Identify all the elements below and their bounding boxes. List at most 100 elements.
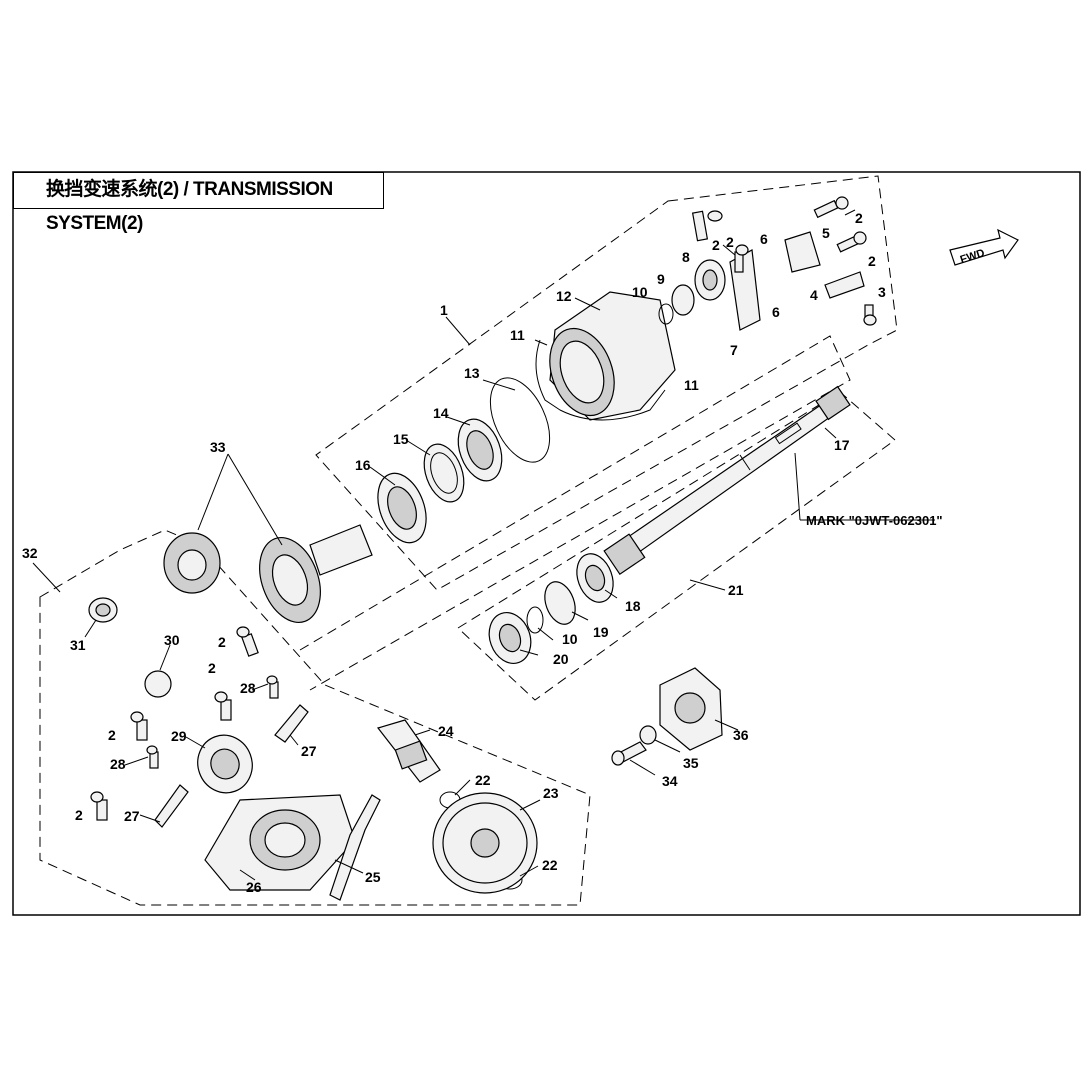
plate-27b	[154, 784, 189, 828]
shaft-17	[603, 385, 851, 575]
bearing-18	[576, 553, 614, 603]
bolt-2-left3	[130, 711, 148, 741]
group-outline-1	[315, 175, 898, 591]
callout-10b: 10	[562, 631, 578, 647]
seal-20	[488, 612, 532, 664]
callout-28b: 28	[110, 756, 126, 772]
gasket-11	[535, 339, 666, 421]
bolt-2-top2	[734, 244, 749, 273]
bolt-28a	[266, 675, 279, 699]
callout-10a: 10	[632, 284, 648, 300]
callout-2c: 2	[855, 210, 863, 226]
callout-26: 26	[246, 879, 262, 895]
callout-22b: 22	[542, 857, 558, 873]
callout-7: 7	[730, 342, 738, 358]
callout-18: 18	[625, 598, 641, 614]
callout-16: 16	[355, 457, 371, 473]
gear-23	[432, 792, 538, 894]
callout-11a: 11	[510, 327, 525, 343]
washer-35	[639, 725, 657, 745]
callout-8: 8	[682, 249, 690, 265]
callout-27a: 27	[301, 743, 317, 759]
callout-9: 9	[657, 271, 665, 287]
callout-4: 4	[810, 287, 818, 303]
shaft-24	[376, 719, 441, 783]
leader-lines	[32, 209, 935, 881]
bolt-2-left2	[214, 691, 232, 721]
ring-9	[671, 284, 695, 316]
callout-32: 32	[22, 545, 38, 561]
housing-12	[549, 291, 676, 421]
callout-28a: 28	[240, 680, 256, 696]
callout-2d: 2	[868, 253, 876, 269]
callout-20: 20	[553, 651, 569, 667]
callouts: 1 2 2 2 2 2 2 2 2 3 4 5 6 6 7 8 9 10 10 …	[22, 210, 943, 895]
washer-30	[144, 670, 172, 698]
callout-21: 21	[728, 582, 744, 598]
callout-31: 31	[70, 637, 86, 653]
callout-17: 17	[834, 437, 850, 453]
callout-15: 15	[393, 431, 409, 447]
callout-29: 29	[171, 728, 187, 744]
callout-36: 36	[733, 727, 749, 743]
group-outline-32	[39, 529, 591, 906]
callout-2e: 2	[218, 634, 226, 650]
oring-10a	[658, 303, 674, 325]
bolt-2-left4	[90, 791, 108, 821]
callout-5: 5	[822, 225, 830, 241]
bolt-2-top	[691, 210, 723, 242]
callout-24: 24	[438, 723, 454, 739]
callout-14: 14	[433, 405, 449, 421]
oring-13	[489, 377, 551, 463]
seal-8	[694, 259, 726, 301]
flange-36	[659, 667, 723, 751]
diagram-frame	[12, 171, 1081, 916]
callout-27b: 27	[124, 808, 140, 824]
callout-30: 30	[164, 632, 180, 648]
ring-15	[423, 443, 465, 503]
callout-19: 19	[593, 624, 609, 640]
callout-34: 34	[662, 773, 678, 789]
bolt-2-right2	[836, 231, 867, 253]
callout-2b: 2	[726, 234, 734, 250]
bolt-3	[863, 304, 877, 326]
callout-2g: 2	[108, 727, 116, 743]
diagram-title: 换挡变速系统(2) / TRANSMISSION SYSTEM(2)	[13, 172, 384, 234]
bolt-34	[611, 741, 647, 766]
nut-31	[88, 597, 118, 623]
bracket-25	[329, 794, 381, 901]
group-outline-long	[299, 335, 851, 691]
callout-33: 33	[210, 439, 226, 455]
callout-25: 25	[365, 869, 381, 885]
callout-3: 3	[878, 284, 886, 300]
bearing-29	[197, 734, 253, 794]
bearing-14	[457, 418, 503, 482]
bolt-2-left1	[236, 626, 259, 657]
callout-12: 12	[556, 288, 572, 304]
group-outline-21	[457, 391, 896, 701]
callout-6b: 6	[772, 304, 780, 320]
ring-19	[544, 581, 576, 625]
mark-label: MARK "0JWT-062301"	[806, 513, 943, 528]
callout-35: 35	[683, 755, 699, 771]
callout-2a: 2	[712, 237, 720, 253]
plate-27a	[274, 704, 309, 743]
bolt-28b	[146, 745, 159, 769]
callout-22a: 22	[475, 772, 491, 788]
callout-2f: 2	[208, 660, 216, 676]
bracket-5	[784, 231, 821, 273]
callout-1: 1	[440, 302, 448, 318]
callout-23: 23	[543, 785, 559, 801]
oring-10b	[526, 606, 544, 634]
bevel-gear-33	[163, 524, 373, 624]
bearing-16	[377, 472, 427, 544]
callout-6a: 6	[760, 231, 768, 247]
cover-26	[204, 794, 356, 891]
callout-13: 13	[464, 365, 480, 381]
fwd-arrow-icon: FWD	[949, 228, 1019, 266]
bolt-2-right1	[813, 196, 849, 219]
pin-4	[824, 271, 865, 299]
callout-11b: 11	[684, 377, 699, 393]
callout-2h: 2	[75, 807, 83, 823]
